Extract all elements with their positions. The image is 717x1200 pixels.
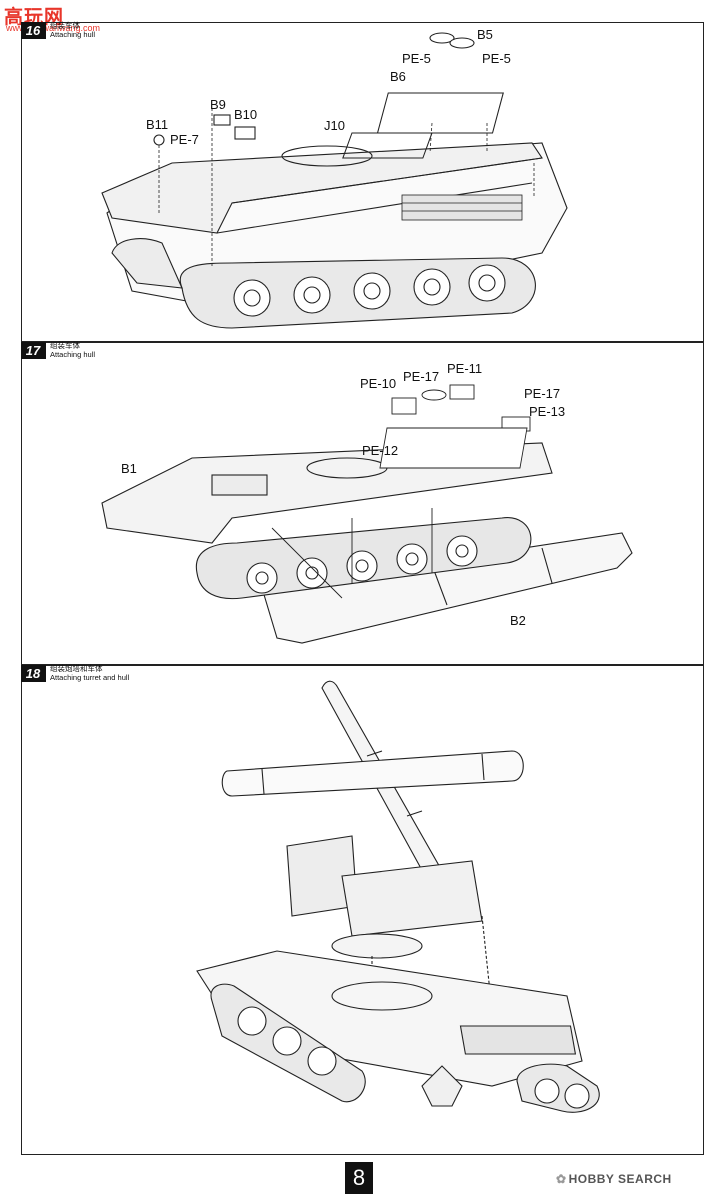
step-18-illustration (196, 680, 600, 1113)
page-number: 8 (345, 1162, 373, 1194)
step-17-illustration: PE-10 PE-17 PE-11 PE-17 PE-13 PE-12 B1 B… (101, 361, 633, 644)
part-label-pe12: PE-12 (362, 443, 398, 458)
step-16-title-cn: 组装车体 (50, 21, 80, 30)
part-label-pe13: PE-13 (529, 404, 565, 419)
part-label-b11: B11 (146, 117, 168, 132)
part-label-b2: B2 (510, 613, 526, 628)
part-label-pe11: PE-11 (447, 361, 482, 376)
part-label-pe5-right: PE-5 (482, 51, 511, 66)
part-label-j10: J10 (324, 118, 345, 133)
step-16-header: 16 组装车体 Attaching hull (21, 21, 96, 39)
step-17-number: 17 (21, 342, 46, 359)
watermark-text: HOBBY SEARCH (568, 1172, 672, 1186)
step-18-title-cn: 组装炮塔和车体 (50, 664, 103, 673)
part-label-b10: B10 (234, 107, 257, 122)
part-label-pe17-right: PE-17 (524, 386, 560, 401)
site-logo-url: www.gaowanwang.com (6, 23, 101, 33)
step-16-illustration: B5 PE-5 PE-5 B6 B9 B10 B11 PE-7 J10 (101, 27, 568, 329)
step-16-number: 16 (21, 22, 46, 39)
watermark: ✿HOBBY SEARCH (556, 1172, 672, 1186)
part-label-b6: B6 (390, 69, 406, 84)
step-18-header: 18 组装炮塔和车体 Attaching turret and hull (21, 664, 130, 682)
step-18-title-en: Attaching turret and hull (50, 672, 130, 682)
part-label-b5: B5 (477, 27, 493, 42)
step-17-panel: 17 组装车体 Attaching hull (21, 341, 704, 665)
step-16-panel: 16 组装车体 Attaching hull (21, 21, 704, 342)
step-17-title-cn: 组装车体 (50, 341, 80, 350)
part-label-pe7: PE-7 (170, 132, 199, 147)
step-18-panel: 18 组装炮塔和车体 Attaching turret and hull (21, 664, 704, 1155)
part-label-b1: B1 (121, 461, 137, 476)
step-18-number: 18 (21, 665, 46, 682)
part-label-b9: B9 (210, 97, 226, 112)
part-label-pe10: PE-10 (360, 376, 396, 391)
part-label-pe5-left: PE-5 (402, 51, 431, 66)
step-17-title-en: Attaching hull (50, 349, 96, 359)
step-17-header: 17 组装车体 Attaching hull (21, 341, 96, 359)
part-label-pe17-top: PE-17 (403, 369, 439, 384)
hobby-search-icon: ✿ (556, 1172, 567, 1186)
step-16-title-en: Attaching hull (50, 29, 96, 39)
